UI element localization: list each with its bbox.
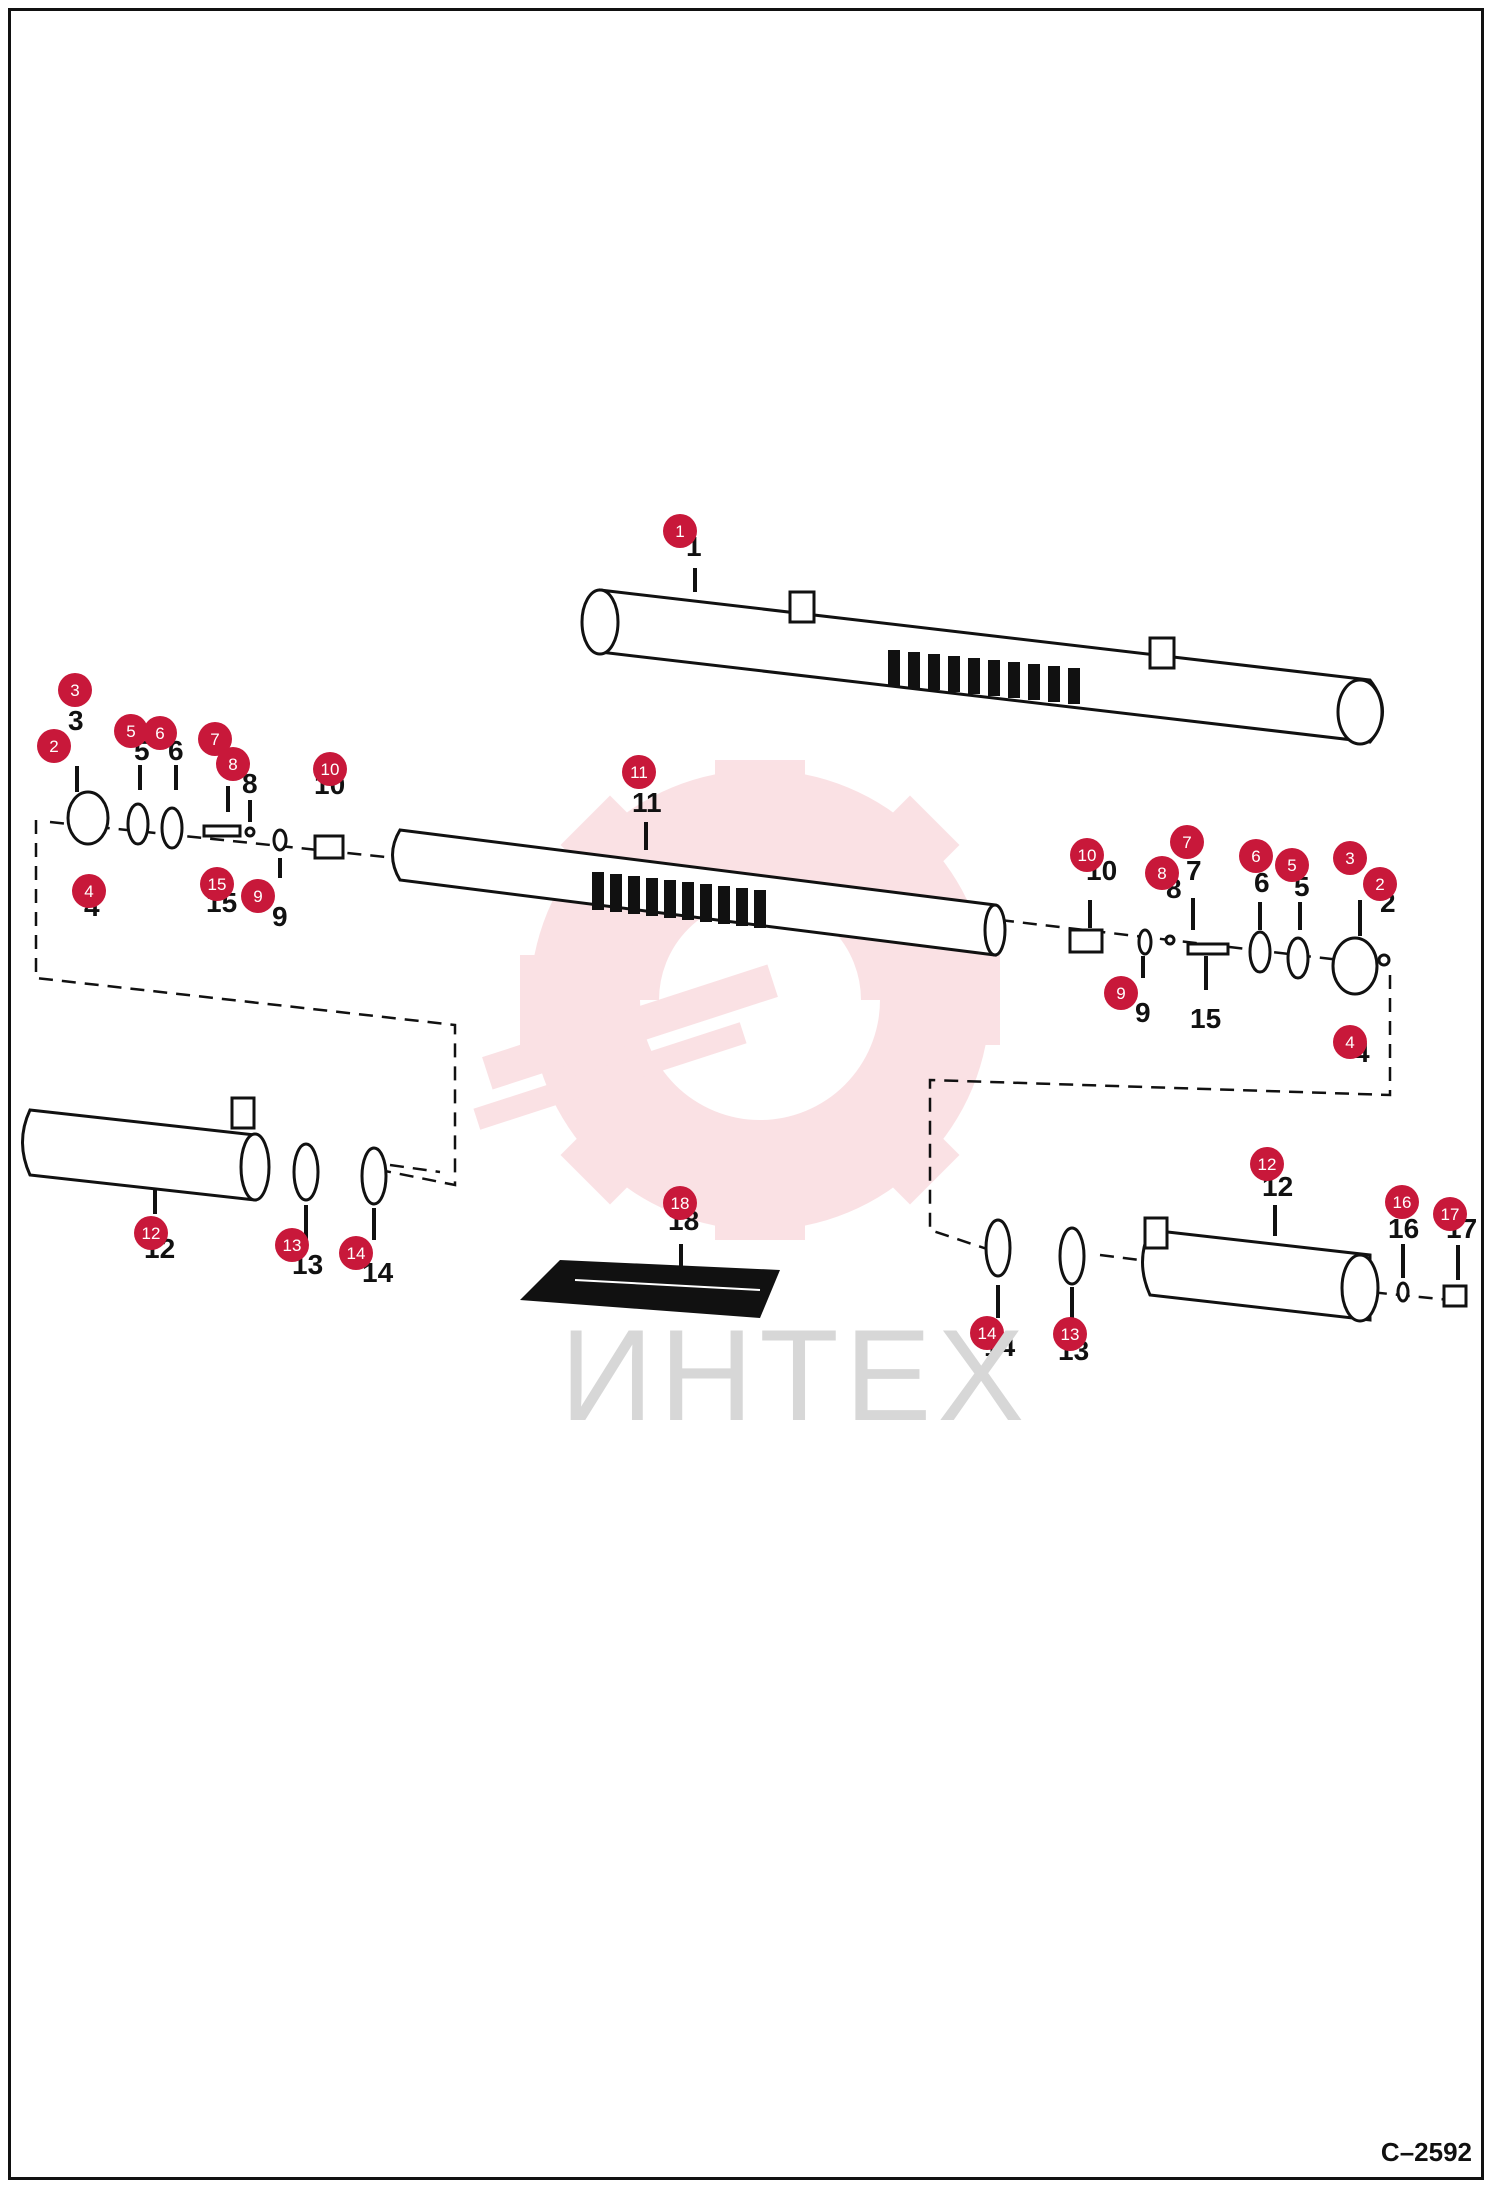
svg-text:11: 11 xyxy=(630,763,648,782)
part-12-cylinder-left xyxy=(21,1096,388,1206)
callout-badge-6-right: 6 xyxy=(1239,839,1273,873)
callout-badge-12-left: 12 xyxy=(134,1216,168,1250)
diagram-frame xyxy=(8,8,1484,2180)
svg-text:9: 9 xyxy=(253,887,262,906)
part-label-11: 11 xyxy=(632,787,662,818)
svg-text:3: 3 xyxy=(70,681,79,700)
callout-badge-13-left: 13 xyxy=(275,1228,309,1262)
callout-badge-8-left: 8 xyxy=(216,747,250,781)
callout-badge-1: 1 xyxy=(663,514,697,548)
left-piston-parts xyxy=(66,790,345,860)
callout-badge-5-right: 5 xyxy=(1275,848,1309,882)
part-label-3-left: 3 xyxy=(68,705,84,736)
callout-badge-6-left: 6 xyxy=(143,716,177,750)
callout-badge-10-right: 10 xyxy=(1070,838,1104,872)
svg-text:6: 6 xyxy=(1251,847,1260,866)
svg-text:7: 7 xyxy=(210,730,219,749)
svg-text:18: 18 xyxy=(671,1194,690,1213)
callout-badge-13-right: 13 xyxy=(1053,1317,1087,1351)
svg-text:5: 5 xyxy=(126,722,135,741)
callout-badge-7-left: 7 xyxy=(198,722,232,756)
svg-text:2: 2 xyxy=(1375,875,1384,894)
callout-badge-14-left: 14 xyxy=(339,1236,373,1270)
part-label-9-left: 9 xyxy=(272,901,288,932)
callout-badge-2-right: 2 xyxy=(1363,867,1397,901)
svg-text:12: 12 xyxy=(142,1224,161,1243)
part-label-8-left: 8 xyxy=(242,768,258,799)
callout-badge-4-right: 4 xyxy=(1333,1025,1367,1059)
svg-text:16: 16 xyxy=(1393,1193,1412,1212)
part-12-cylinder-right xyxy=(984,1216,1468,1323)
svg-text:13: 13 xyxy=(1061,1325,1080,1344)
svg-text:5: 5 xyxy=(1287,856,1296,875)
svg-text:17: 17 xyxy=(1441,1205,1460,1224)
svg-text:13: 13 xyxy=(283,1236,302,1255)
part-label-7-right: 7 xyxy=(1186,855,1202,886)
callout-badge-9-left: 9 xyxy=(241,879,275,913)
part-label-15-right: 15 xyxy=(1190,1003,1221,1034)
part-label-6-right: 6 xyxy=(1254,867,1270,898)
callout-badge-16-right: 16 xyxy=(1385,1185,1419,1219)
svg-text:9: 9 xyxy=(1116,984,1125,1003)
svg-text:1: 1 xyxy=(675,522,684,541)
svg-text:10: 10 xyxy=(321,760,340,779)
callout-badge-7-right: 7 xyxy=(1170,825,1204,859)
callout-badge-2-left: 2 xyxy=(37,729,71,763)
svg-text:4: 4 xyxy=(84,882,93,901)
svg-text:15: 15 xyxy=(208,875,227,894)
callout-badge-3-left: 3 xyxy=(58,673,92,707)
svg-text:12: 12 xyxy=(1258,1155,1277,1174)
part-1-rack-housing xyxy=(580,588,1384,746)
callout-badge-3-right: 3 xyxy=(1333,841,1367,875)
callout-badge-10-left: 10 xyxy=(313,752,347,786)
svg-text:14: 14 xyxy=(347,1244,366,1263)
svg-text:14: 14 xyxy=(978,1324,997,1343)
callout-badges: 1 3 2 5 6 7 8 10 4 15 9 11 10 7 8 6 5 3 … xyxy=(37,514,1467,1351)
right-piston-parts xyxy=(1068,928,1391,996)
svg-text:3: 3 xyxy=(1345,849,1354,868)
part-11-rack xyxy=(391,828,1007,957)
part-18-seal-kit xyxy=(520,1260,780,1318)
callout-badge-11: 11 xyxy=(622,755,656,789)
svg-text:8: 8 xyxy=(1157,864,1166,883)
svg-text:7: 7 xyxy=(1182,833,1191,852)
callout-badge-15-left: 15 xyxy=(200,867,234,901)
watermark-gear-logo xyxy=(473,760,1000,1240)
callout-badge-9-right: 9 xyxy=(1104,976,1138,1010)
svg-text:8: 8 xyxy=(228,755,237,774)
callout-badge-17-right: 17 xyxy=(1433,1197,1467,1231)
callout-badge-8-right: 8 xyxy=(1145,856,1179,890)
callout-badge-14-right: 14 xyxy=(970,1316,1004,1350)
drawing-code: C–2592 xyxy=(1380,2137,1472,2167)
svg-text:6: 6 xyxy=(155,724,164,743)
svg-text:4: 4 xyxy=(1345,1033,1354,1052)
callout-badge-5-left: 5 xyxy=(114,714,148,748)
callout-badge-18: 18 xyxy=(663,1186,697,1220)
callout-badge-4-left: 4 xyxy=(72,874,106,908)
watermark-text: ИНТЕХ xyxy=(560,1302,1031,1448)
leader-lines xyxy=(75,568,1460,1318)
svg-text:10: 10 xyxy=(1078,846,1097,865)
callout-badge-12-right: 12 xyxy=(1250,1147,1284,1181)
part-label-9-right: 9 xyxy=(1135,997,1151,1028)
svg-text:2: 2 xyxy=(49,737,58,756)
